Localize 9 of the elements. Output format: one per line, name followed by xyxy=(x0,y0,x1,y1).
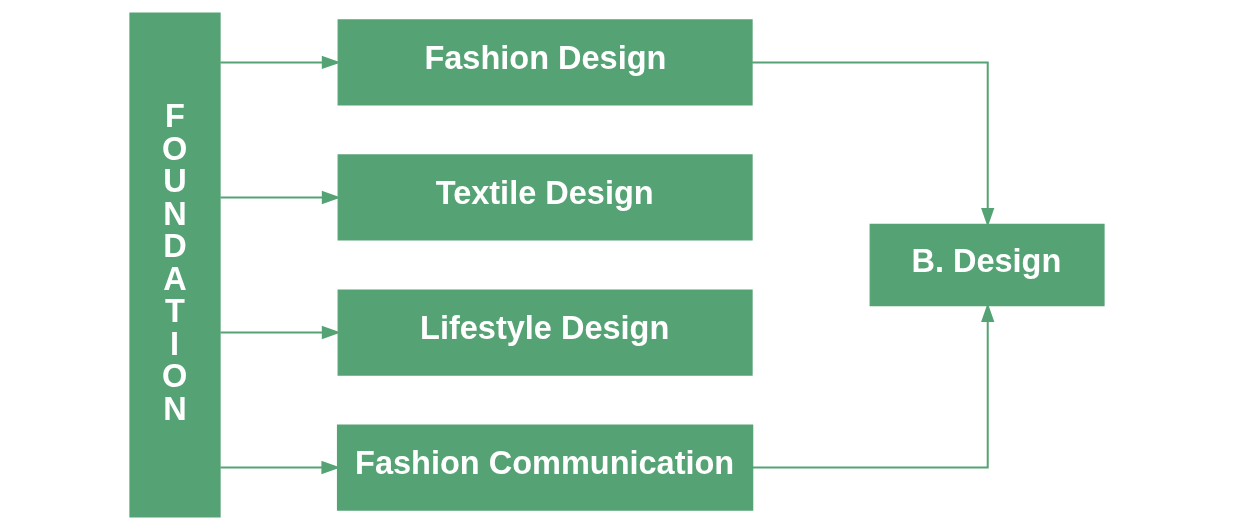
node-box: B. Design xyxy=(869,223,1105,307)
node-box: Lifestyle Design xyxy=(337,289,753,376)
node-box: Fashion Design xyxy=(337,19,753,106)
arrow xyxy=(219,190,341,205)
arrow xyxy=(219,55,341,70)
node-box: FOUNDATION xyxy=(129,12,221,518)
node-box: Textile Design xyxy=(337,154,753,241)
node-box: Fashion Communication xyxy=(336,424,754,511)
arrow xyxy=(219,325,341,340)
